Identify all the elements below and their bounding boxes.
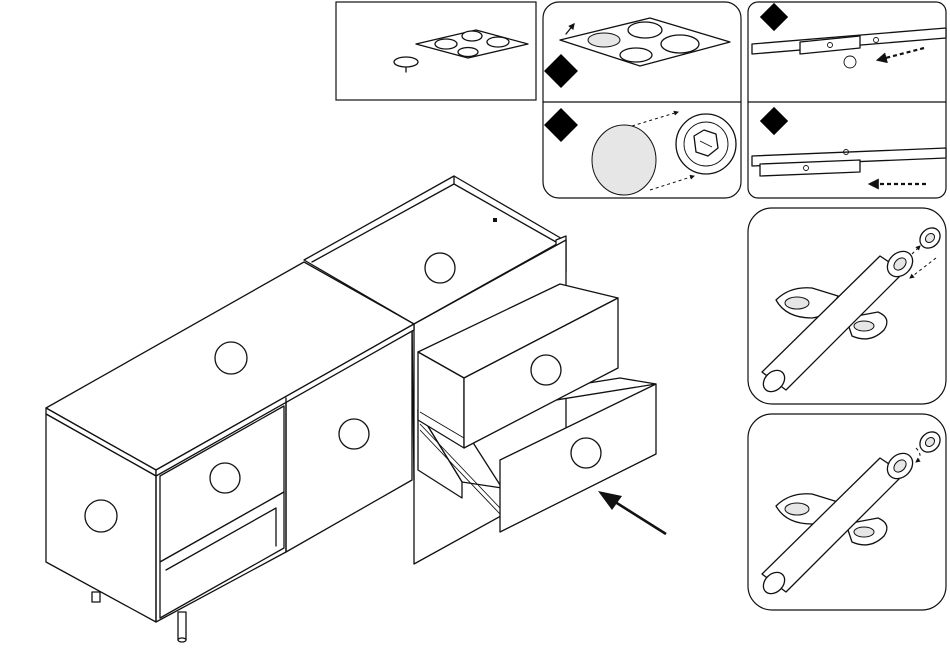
knob	[531, 355, 561, 385]
template-hole	[487, 37, 509, 47]
template-hole	[458, 48, 478, 57]
callout-slide-rail	[748, 2, 946, 198]
knob	[425, 253, 455, 283]
leg	[92, 592, 100, 602]
template-hole	[661, 35, 699, 53]
callout-knob-placement	[336, 2, 536, 100]
knob	[210, 463, 240, 493]
callout-frame	[336, 2, 536, 100]
template-hole	[435, 39, 457, 49]
knob-face	[592, 125, 656, 195]
knob	[571, 438, 601, 468]
cam-hole	[493, 218, 497, 222]
knob-back-fitting	[676, 114, 736, 174]
template-hole	[628, 22, 662, 38]
knob	[85, 500, 117, 532]
callout-knob-attach	[543, 2, 741, 198]
push-arrow	[598, 491, 666, 534]
sideboard-cabinet	[46, 176, 656, 642]
knob	[215, 342, 247, 374]
callout-hinge-cylinder-b	[748, 414, 946, 610]
leg	[178, 612, 186, 640]
template-hole	[462, 31, 482, 41]
callout-hinge-cylinder-a	[748, 208, 946, 404]
knob	[339, 419, 369, 449]
knob-on-template	[588, 33, 620, 47]
template-hole	[620, 48, 652, 62]
